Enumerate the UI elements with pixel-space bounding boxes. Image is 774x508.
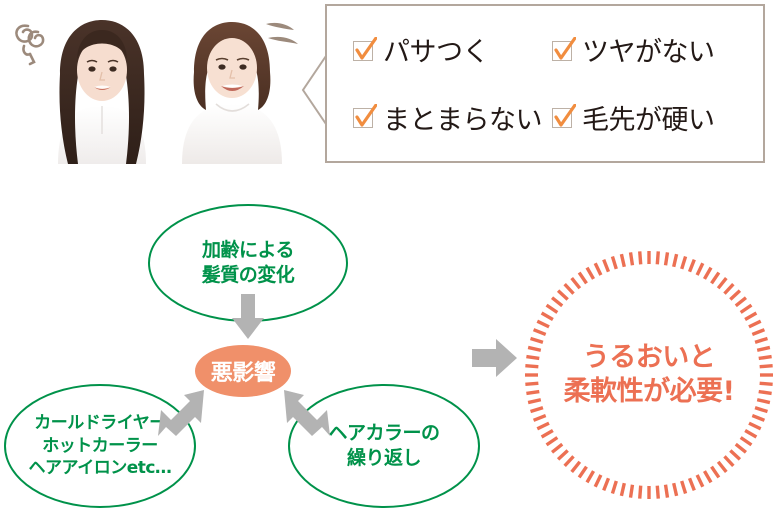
cause-tools-line-2: ヘアアイロンetc…: [28, 458, 172, 479]
emphasis-strokes-icon: [262, 14, 308, 54]
hair-concerns-speech-bubble: パサつく ツヤがない まとまらない: [325, 4, 765, 163]
cause-aging-line-0: 加齢による: [202, 238, 294, 261]
effect-bad-influence-bubble: 悪影響: [195, 345, 291, 397]
cause-styling-tools-text: カールドライヤー ホットカーラー ヘアアイロンetc…: [29, 412, 172, 479]
checkbox-checked-icon[interactable]: [351, 104, 377, 130]
result-line-1: 柔軟性が必要!: [563, 376, 735, 407]
arrow-color-to-effect-icon: [283, 389, 331, 437]
checkbox-checked-icon[interactable]: [550, 104, 576, 130]
result-line-0: うるおいと: [582, 341, 716, 373]
checklist-label: まとまらない: [383, 104, 543, 136]
cause-color-line-0: ヘアカラーの: [328, 421, 440, 444]
worry-swirl-icon: [8, 12, 58, 68]
arrow-effect-to-result-icon: [472, 337, 518, 379]
cause-styling-tools-bubble: カールドライヤー ホットカーラー ヘアアイロンetc…: [4, 384, 196, 508]
checklist-item-2[interactable]: まとまらない: [351, 98, 550, 137]
cause-aging-text: 加齢による 髪質の変化: [202, 238, 295, 288]
checklist-item-1[interactable]: ツヤがない: [550, 30, 749, 69]
checklist-item-0[interactable]: パサつく: [351, 30, 550, 69]
photo-woman-short-hair: [160, 16, 305, 166]
checklist-label: 毛先が硬い: [582, 104, 715, 136]
cause-hair-color-text: ヘアカラーの 繰り返し: [328, 421, 440, 471]
result-text: うるおいと 柔軟性が必要!: [564, 341, 735, 409]
cause-tools-line-1: ホットカーラー: [42, 435, 158, 456]
checkbox-checked-icon[interactable]: [351, 36, 377, 63]
cause-hair-color-bubble: ヘアカラーの 繰り返し: [288, 384, 480, 508]
checklist-label: ツヤがない: [582, 37, 715, 69]
result-circle-inner: うるおいと 柔軟性が必要!: [538, 264, 760, 486]
result-circle: うるおいと 柔軟性が必要!: [524, 250, 774, 500]
cause-color-line-1: 繰り返し: [346, 447, 422, 469]
checkbox-checked-icon[interactable]: [550, 36, 576, 63]
arrow-tools-to-effect-icon: [157, 389, 205, 437]
cause-tools-line-0: カールドライヤー: [34, 413, 166, 434]
checklist-item-3[interactable]: 毛先が硬い: [550, 98, 749, 137]
effect-bad-influence-label: 悪影響: [210, 361, 276, 386]
photo-woman-long-hair: [30, 14, 175, 166]
arrow-aging-to-effect-icon: [231, 294, 265, 340]
cause-aging-line-1: 髪質の変化: [201, 264, 295, 286]
checklist-label: パサつく: [383, 37, 490, 69]
